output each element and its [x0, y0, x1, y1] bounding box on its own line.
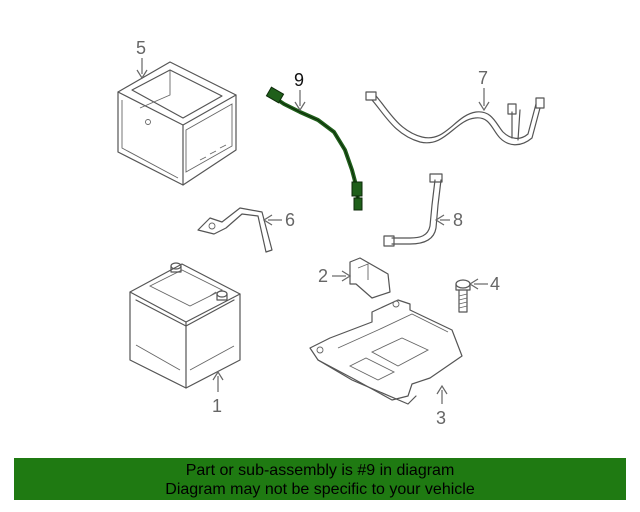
- callout-6: 6: [285, 210, 295, 230]
- part-5-battery-box[interactable]: [117, 61, 237, 186]
- leader-5-arrow: [136, 69, 148, 80]
- callout-7: 7: [478, 68, 488, 88]
- part-4-bolt[interactable]: [455, 279, 471, 313]
- footer-line-2: Diagram may not be specific to your vehi…: [165, 481, 475, 498]
- callout-2: 2: [318, 266, 328, 286]
- part-2-bracket[interactable]: [349, 257, 391, 299]
- part-8-cable[interactable]: [383, 173, 443, 247]
- leader-8-arrow: [434, 214, 445, 226]
- leader-9-arrow: [294, 101, 306, 112]
- callout-3: 3: [436, 408, 446, 428]
- callout-1: 1: [212, 396, 222, 416]
- leader-3-arrow: [436, 384, 448, 395]
- callout-4: 4: [490, 274, 500, 294]
- callout-9: 9: [294, 70, 304, 90]
- footer-line-1: Part or sub-assembly is #9 in diagram: [185, 462, 455, 479]
- part-3-battery-tray[interactable]: [309, 299, 463, 405]
- parts-diagram: 5 9 7 8 6 2 4 1 3: [117, 38, 545, 428]
- callout-5: 5: [136, 38, 146, 58]
- leader-1-arrow: [212, 370, 224, 381]
- part-6-bracket[interactable]: [197, 207, 273, 253]
- leader-6-arrow: [262, 214, 273, 226]
- leader-7-arrow: [478, 101, 490, 112]
- part-1-battery[interactable]: [129, 262, 241, 389]
- callout-8: 8: [453, 210, 463, 230]
- part-9-battery-cable[interactable]: [265, 86, 363, 211]
- part-7-wiring-harness[interactable]: [365, 91, 545, 146]
- leader-4-arrow: [468, 278, 479, 290]
- footer-banner: Part or sub-assembly is #9 in diagram Di…: [14, 458, 626, 500]
- leader-2-arrow: [341, 270, 352, 282]
